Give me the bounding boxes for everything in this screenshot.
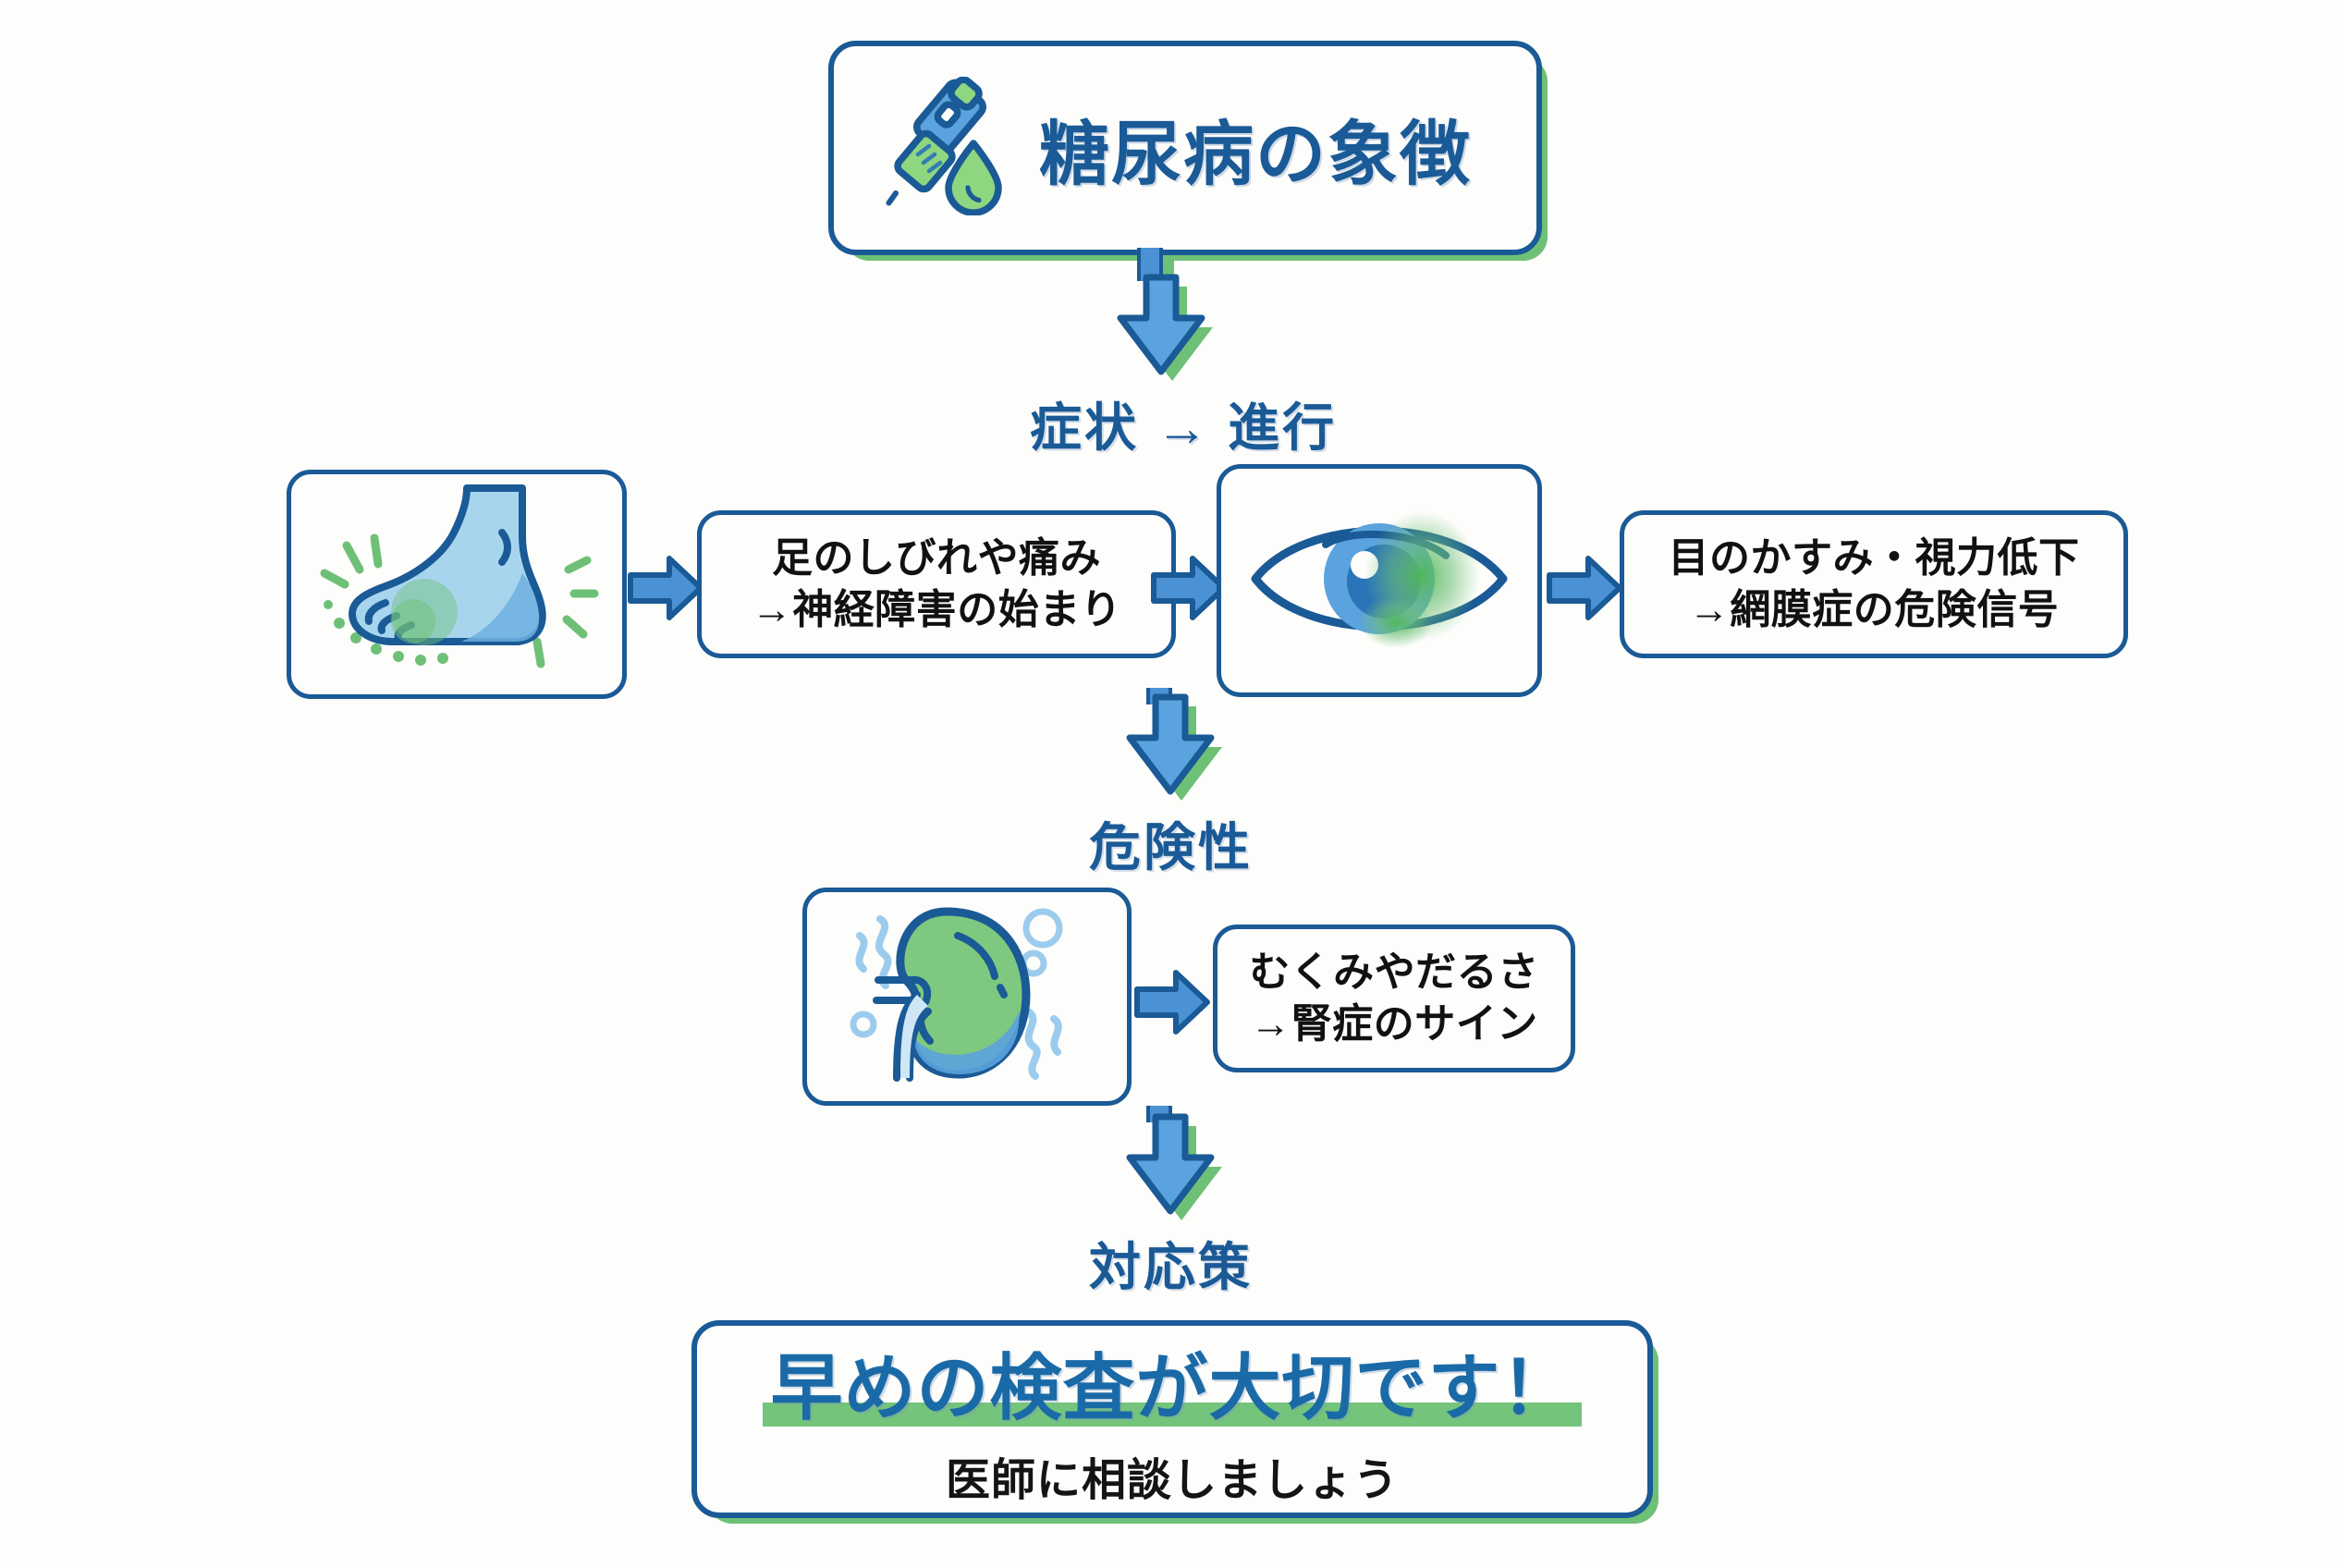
- kidney-symptom-line-1: むくみやだるさ: [1249, 949, 1539, 995]
- right-arrow-2: [1151, 555, 1227, 621]
- kidney-symptom-line-2: →腎症のサイン: [1250, 1001, 1538, 1047]
- page-title: 糖尿病の象徴: [1039, 116, 1472, 194]
- kidney-symptom-text-box: むくみやだるさ →腎症のサイン: [1213, 925, 1575, 1072]
- down-arrow-1: [1106, 274, 1217, 381]
- eye-symptom-text-box: 目のかすみ・視力低下 →網膜症の危険信号: [1620, 510, 2128, 658]
- stage-label-2: 危険性: [1089, 818, 1253, 876]
- blurred-eye-icon: [1241, 491, 1518, 671]
- foot-tingling-icon: [304, 484, 609, 685]
- stage-label-3: 対応策: [1089, 1238, 1253, 1296]
- conclusion-headline: 早めの検査が大切です！: [770, 1347, 1574, 1428]
- right-arrow-4: [1134, 969, 1210, 1035]
- down-arrow-2: [1115, 693, 1226, 801]
- eye-icon-box: [1217, 464, 1542, 697]
- stage-label-1: 症状 → 進行: [1030, 398, 1338, 457]
- eye-symptom-line-2: →網膜症の危険信号: [1688, 587, 2060, 632]
- foot-symptom-line-2: →神経障害の始まり: [751, 587, 1122, 632]
- insulin-pen-and-blood-drop-icon: [876, 75, 1015, 220]
- kidney-icon: [828, 902, 1106, 1092]
- title-box: 糖尿病の象徴: [828, 41, 1548, 261]
- highlight-bar: [763, 1403, 1582, 1427]
- kidney-icon-box: [802, 888, 1132, 1106]
- conclusion-headline-wrap: 早めの検査が大切です！: [763, 1330, 1582, 1434]
- conclusion-subline: 医師に相談しましょう: [945, 1456, 1399, 1505]
- foot-symptom-line-1: 足のしびれや痛み: [772, 534, 1101, 581]
- foot-symptom-text-box: 足のしびれや痛み →神経障害の始まり: [697, 510, 1176, 658]
- right-arrow-3: [1547, 555, 1622, 621]
- down-arrow-3: [1115, 1113, 1226, 1220]
- conclusion-box: 早めの検査が大切です！ 医師に相談しましょう: [691, 1320, 1658, 1524]
- right-arrow-1: [628, 555, 704, 621]
- eye-symptom-line-1: 目のかすみ・視力低下: [1668, 534, 2080, 581]
- foot-icon-box: [287, 470, 627, 699]
